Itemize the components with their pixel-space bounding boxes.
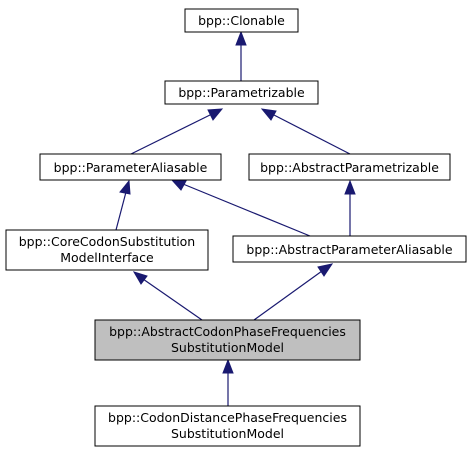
- node-core-codon-substitution-model-interface[interactable]: bpp::CoreCodonSubstitution ModelInterfac…: [5, 229, 209, 271]
- node-abstract-parameter-aliasable[interactable]: bpp::AbstractParameterAliasable: [232, 235, 467, 263]
- edge-core-codon-to-parameter-aliasable: [115, 179, 131, 231]
- edge-abstract-parametrizable-to-parametrizable: [260, 108, 351, 155]
- node-clonable[interactable]: bpp::Clonable: [184, 8, 299, 33]
- node-parametrizable[interactable]: bpp::Parametrizable: [164, 80, 319, 105]
- edge-codon-distance-to-abstract-codon-phase: [222, 358, 234, 406]
- node-label-line1: bpp::CodonDistancePhaseFrequencies: [108, 410, 347, 425]
- edge-parametrizable-to-clonable: [235, 30, 247, 81]
- node-label: bpp::AbstractParametrizable: [260, 160, 439, 175]
- node-label-line1: bpp::AbstractCodonPhaseFrequencies: [109, 324, 346, 339]
- edge-abstract-codon-phase-to-core-codon: [132, 271, 203, 321]
- node-label-line2: ModelInterface: [60, 250, 154, 265]
- node-label-line2: SubstitutionModel: [171, 340, 284, 355]
- node-parameter-aliasable[interactable]: bpp::ParameterAliasable: [39, 153, 222, 181]
- node-abstract-codon-phase-frequencies-substitution-model[interactable]: bpp::AbstractCodonPhaseFrequencies Subst…: [94, 319, 361, 361]
- node-label-line1: bpp::CoreCodonSubstitution: [19, 234, 195, 249]
- edge-abstract-parameter-aliasable-to-parameter-aliasable: [170, 179, 311, 237]
- node-label: bpp::Parametrizable: [178, 85, 305, 100]
- node-codon-distance-phase-frequencies-substitution-model[interactable]: bpp::CodonDistancePhaseFrequencies Subst…: [94, 405, 361, 447]
- node-label-line2: SubstitutionModel: [171, 426, 284, 441]
- node-label: bpp::Clonable: [198, 13, 285, 28]
- node-label: bpp::ParameterAliasable: [54, 160, 208, 175]
- edge-parameter-aliasable-to-parametrizable: [130, 108, 224, 155]
- node-abstract-parametrizable[interactable]: bpp::AbstractParametrizable: [248, 153, 451, 181]
- edge-abstract-parameter-aliasable-to-abstract-parametrizable: [344, 179, 356, 236]
- node-label: bpp::AbstractParameterAliasable: [246, 242, 452, 257]
- edge-abstract-codon-phase-to-abstract-parameter-aliasable: [253, 263, 334, 321]
